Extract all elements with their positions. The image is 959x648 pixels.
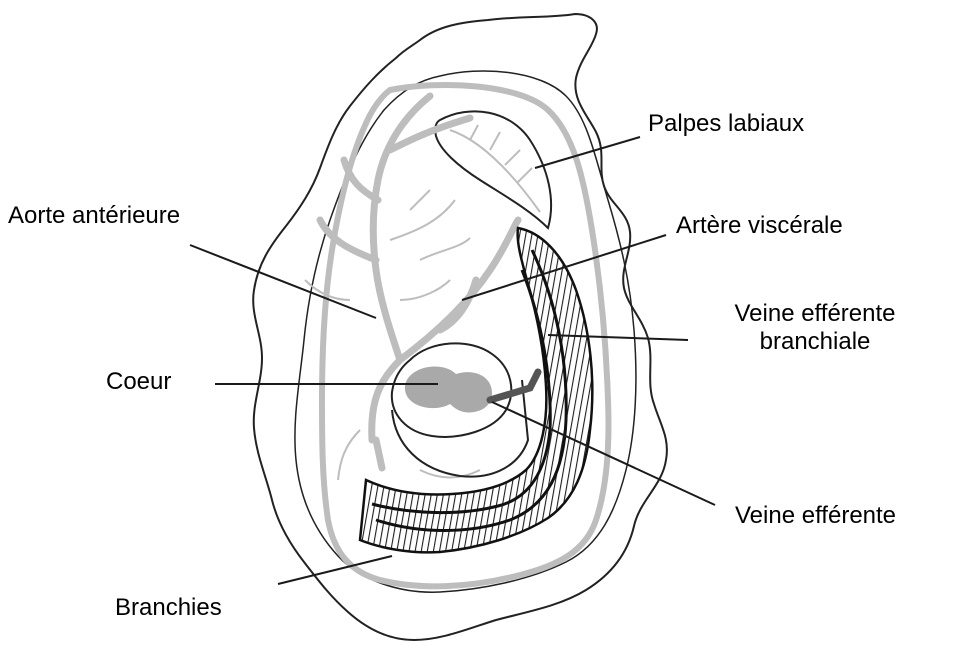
leader-palpes-labiaux	[535, 137, 640, 168]
label-aorte-anterieure: Aorte antérieure	[8, 202, 180, 230]
label-branchies: Branchies	[115, 594, 222, 622]
label-veine-efferente-branchiale-line2: branchiale	[705, 328, 925, 356]
labial-palps-shape	[435, 111, 551, 228]
label-veine-efferente: Veine efférente	[735, 502, 896, 530]
label-artere-viscerale: Artère viscérale	[676, 212, 843, 240]
leader-aorte-anterieure	[190, 245, 376, 318]
label-veine-efferente-branchiale-line1: Veine efférente	[705, 300, 925, 328]
label-veine-efferente-branchiale: Veine efférente branchiale	[705, 300, 925, 356]
label-palpes-labiaux: Palpes labiaux	[648, 110, 804, 138]
label-coeur: Coeur	[106, 368, 171, 396]
